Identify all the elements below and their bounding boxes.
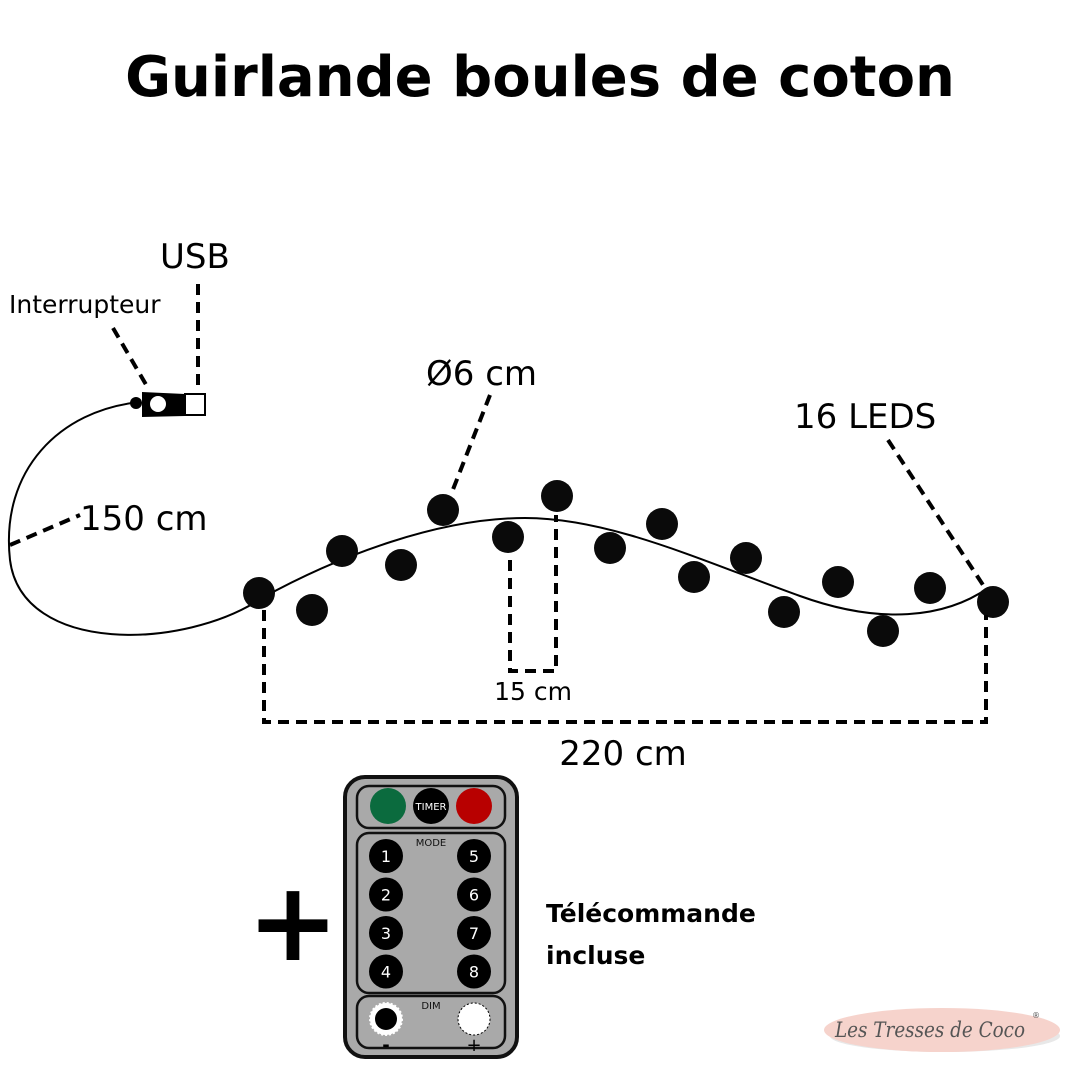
plus-sign: + [247,858,339,986]
usb-plug-switch [130,392,206,417]
led-ball [594,532,626,564]
led-balls [243,480,1009,647]
led-ball [243,577,275,609]
led-ball [296,594,328,626]
cable-length-label: 150 cm [80,499,208,539]
brand-logo: Les Tresses de Coco ® [824,1008,1060,1052]
switch-label: Interrupteur [9,290,161,319]
led-ball [730,542,762,574]
remote-control: TIMER MODE 1 2 3 4 5 6 7 8 DIM - + [343,775,519,1059]
mode-button-6[interactable] [457,877,491,912]
diameter-label: Ø6 cm [426,354,537,394]
logo-text: Les Tresses de Coco [834,1018,1025,1042]
led-ball [867,615,899,647]
mode-button-label: 7 [469,924,479,943]
mode-button-8[interactable] [457,954,491,989]
length-dimension [262,610,988,724]
mode-button-5[interactable] [457,839,491,873]
mode-button-label: 4 [381,963,391,982]
cable-length-leader [9,513,81,547]
mode-button-label: 5 [469,847,479,866]
timer-button[interactable] [413,788,449,824]
dim-plus-button[interactable] [457,1002,491,1036]
mode-button-label: 1 [381,847,391,866]
led-ball [385,549,417,581]
usb-label: USB [160,237,230,277]
led-ball [646,508,678,540]
remote-caption-line1: Télécommande [546,899,756,928]
spacing-label: 15 cm [494,677,572,706]
cable [7,401,989,636]
off-button[interactable] [456,788,492,824]
plus-label: + [466,1035,481,1056]
led-ball [326,535,358,567]
mode-button-label: 3 [381,924,391,943]
led-ball [768,596,800,628]
spacing-dimension [508,515,558,673]
usb-icon [184,393,206,416]
led-ball [822,566,854,598]
timer-label: TIMER [415,802,447,813]
logo-mark: ® [1032,1011,1040,1020]
mode-button-1[interactable] [369,839,403,873]
switch-icon [150,396,166,412]
minus-label: - [382,1035,389,1056]
mode-button-label: 2 [381,886,391,905]
mode-button-3[interactable] [369,916,403,950]
mode-label: MODE [416,838,447,849]
leds-label: 16 LEDS [794,397,936,437]
led-ball [678,561,710,593]
length-label: 220 cm [559,734,687,774]
leds-leader [886,438,987,590]
led-ball [914,572,946,604]
mode-button-4[interactable] [369,954,403,989]
led-ball [492,521,524,553]
mode-button-2[interactable] [369,877,403,912]
on-button[interactable] [370,788,406,824]
mode-button-label: 6 [469,886,479,905]
page-title: Guirlande boules de coton [125,45,955,110]
remote-caption-line2: incluse [546,941,645,970]
diameter-leader [450,394,492,493]
mode-button-7[interactable] [457,916,491,950]
switch-leader [111,326,150,390]
led-ball [427,494,459,526]
led-ball [977,586,1009,618]
dim-label: DIM [421,1001,440,1012]
mode-button-label: 8 [469,963,479,982]
led-ball [541,480,573,512]
